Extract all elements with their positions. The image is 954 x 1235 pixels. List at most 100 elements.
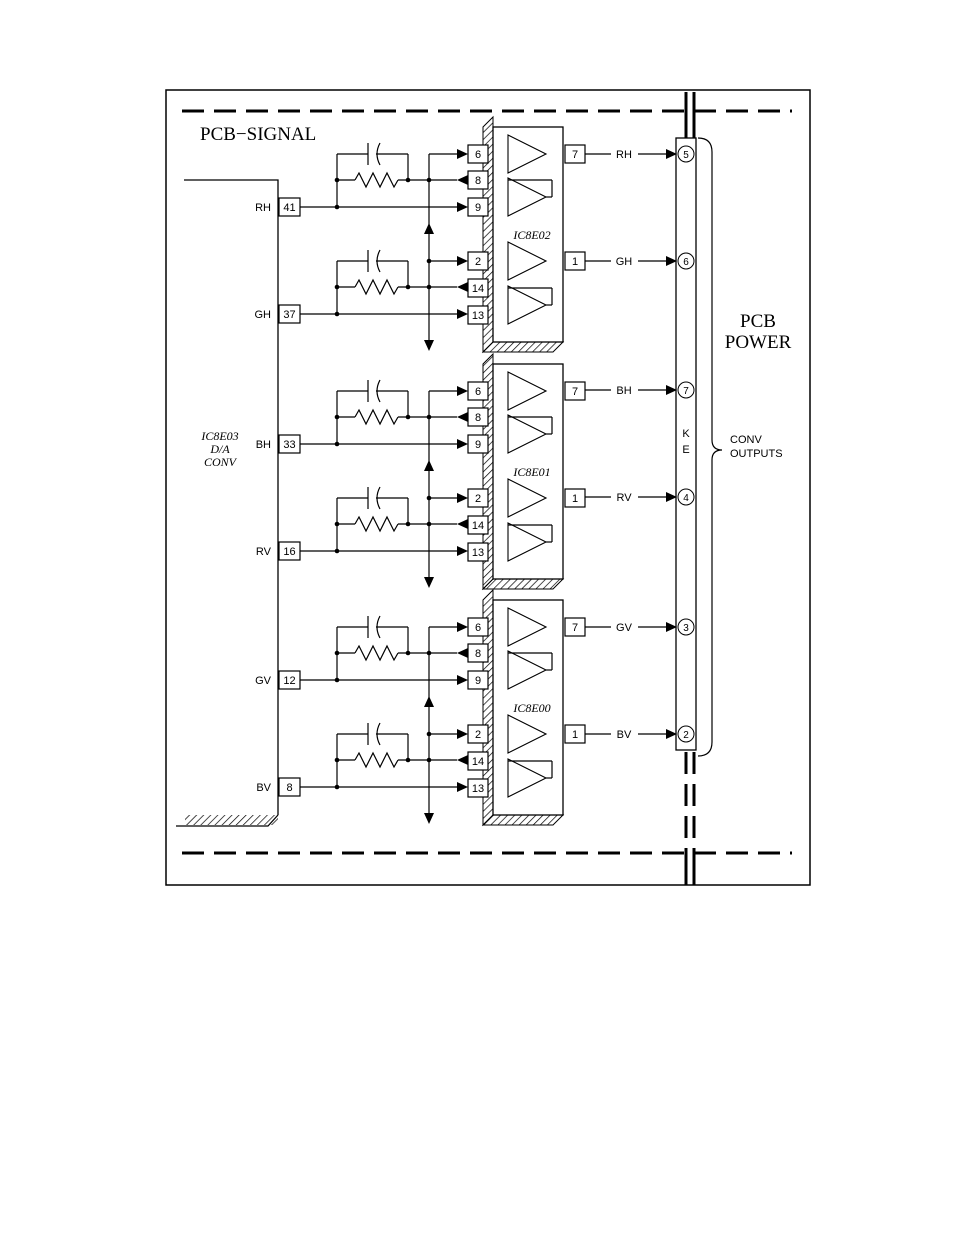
dac-pin-number: 41 bbox=[283, 202, 295, 214]
ic-output-pin: 7 bbox=[572, 386, 578, 398]
dac-block bbox=[176, 180, 278, 826]
resistor-symbol bbox=[355, 410, 398, 424]
arrow-icon bbox=[457, 175, 468, 185]
junction-dot bbox=[427, 732, 432, 737]
arrow-icon bbox=[457, 648, 468, 658]
conv-outputs-label: OUTPUTS bbox=[730, 448, 783, 460]
ic-pin: 14 bbox=[472, 520, 484, 532]
connector-pin-number: 5 bbox=[683, 150, 689, 161]
arrow-icon bbox=[457, 386, 468, 396]
dac-name-label: IC8E03 bbox=[200, 429, 238, 443]
ic-shading bbox=[483, 342, 563, 352]
ic-pin: 2 bbox=[475, 493, 481, 505]
ic-shading bbox=[483, 815, 563, 825]
arrow-icon bbox=[457, 309, 468, 319]
ic-output-pin: 7 bbox=[572, 622, 578, 634]
output-signal-label: GH bbox=[616, 256, 633, 268]
ic-output-pin: 1 bbox=[572, 493, 578, 505]
connector-pin-number: 3 bbox=[683, 623, 689, 634]
dac-signal-label: RH bbox=[255, 202, 271, 214]
arrow-icon bbox=[457, 412, 468, 422]
dac-pin-number: 16 bbox=[283, 546, 295, 558]
junction-dot bbox=[427, 259, 432, 264]
connector-name-label: K bbox=[682, 428, 690, 440]
ic-pin: 14 bbox=[472, 756, 484, 768]
dac-shading bbox=[185, 815, 278, 825]
conv-outputs-brace bbox=[698, 138, 722, 756]
arrow-icon bbox=[666, 149, 677, 159]
ic-pin: 6 bbox=[475, 149, 481, 161]
ic-output-pin: 7 bbox=[572, 149, 578, 161]
arrow-icon bbox=[666, 622, 677, 632]
ic-name-label: IC8E01 bbox=[512, 465, 550, 479]
ic-name-label: IC8E02 bbox=[512, 228, 550, 242]
arrow-icon bbox=[666, 729, 677, 739]
ic-pin: 8 bbox=[475, 175, 481, 187]
arrow-icon bbox=[457, 729, 468, 739]
arrow-icon bbox=[457, 256, 468, 266]
dac-signal-label: GH bbox=[255, 309, 272, 321]
ic-pin: 9 bbox=[475, 675, 481, 687]
ic-pin: 13 bbox=[472, 310, 484, 322]
resistor-symbol bbox=[355, 280, 398, 294]
dac-pin-number: 12 bbox=[283, 675, 295, 687]
ic-pin: 6 bbox=[475, 622, 481, 634]
junction-dot bbox=[427, 496, 432, 501]
ic-pin: 6 bbox=[475, 386, 481, 398]
arrow-icon bbox=[424, 696, 434, 707]
ic-pin: 9 bbox=[475, 202, 481, 214]
output-signal-label: BH bbox=[616, 385, 631, 397]
dac-pin-number: 8 bbox=[286, 782, 292, 794]
arrow-icon bbox=[424, 223, 434, 234]
pcb-signal-label: PCB−SIGNAL bbox=[200, 124, 316, 145]
resistor-symbol bbox=[355, 753, 398, 767]
pcb-power-label: PCB bbox=[740, 311, 776, 332]
connector-pin-number: 4 bbox=[683, 493, 689, 504]
arrow-icon bbox=[666, 492, 677, 502]
arrow-icon bbox=[424, 340, 434, 351]
arrow-icon bbox=[666, 385, 677, 395]
ic-name-label: IC8E00 bbox=[512, 701, 550, 715]
arrow-icon bbox=[457, 675, 468, 685]
arrow-icon bbox=[666, 256, 677, 266]
arrow-icon bbox=[424, 577, 434, 588]
arrow-icon bbox=[457, 546, 468, 556]
arrow-icon bbox=[457, 282, 468, 292]
arrow-icon bbox=[457, 493, 468, 503]
ic-pin: 13 bbox=[472, 783, 484, 795]
pcb-power-label: POWER bbox=[725, 332, 792, 353]
ic-pin: 8 bbox=[475, 648, 481, 660]
arrow-icon bbox=[457, 782, 468, 792]
output-signal-label: RV bbox=[616, 492, 632, 504]
arrow-icon bbox=[424, 460, 434, 471]
arrow-icon bbox=[457, 439, 468, 449]
output-signal-label: RH bbox=[616, 149, 632, 161]
dac-signal-label: BV bbox=[256, 782, 271, 794]
arrow-icon bbox=[457, 755, 468, 765]
dac-signal-label: RV bbox=[256, 546, 272, 558]
ic-pin: 13 bbox=[472, 547, 484, 559]
dac-signal-label: GV bbox=[255, 675, 272, 687]
connector-name-label: E bbox=[682, 444, 689, 456]
dac-outline bbox=[184, 180, 278, 815]
output-signal-label: BV bbox=[617, 729, 632, 741]
resistor-symbol bbox=[355, 173, 398, 187]
ic-pin: 2 bbox=[475, 729, 481, 741]
dac-name-label: CONV bbox=[204, 455, 238, 469]
output-signal-label: GV bbox=[616, 622, 633, 634]
ic-output-pin: 1 bbox=[572, 256, 578, 268]
ic-pin: 9 bbox=[475, 439, 481, 451]
ic-shading bbox=[483, 579, 563, 589]
connector-pin-number: 7 bbox=[683, 386, 689, 397]
connector-pin-number: 2 bbox=[683, 730, 689, 741]
arrow-icon bbox=[424, 813, 434, 824]
ic-pin: 8 bbox=[475, 412, 481, 424]
resistor-symbol bbox=[355, 646, 398, 660]
ic-pin: 14 bbox=[472, 283, 484, 295]
dac-pin-number: 37 bbox=[283, 309, 295, 321]
dac-name-label: D/A bbox=[209, 442, 230, 456]
dac-pin-number: 33 bbox=[283, 439, 295, 451]
ic-pin: 2 bbox=[475, 256, 481, 268]
arrow-icon bbox=[457, 149, 468, 159]
